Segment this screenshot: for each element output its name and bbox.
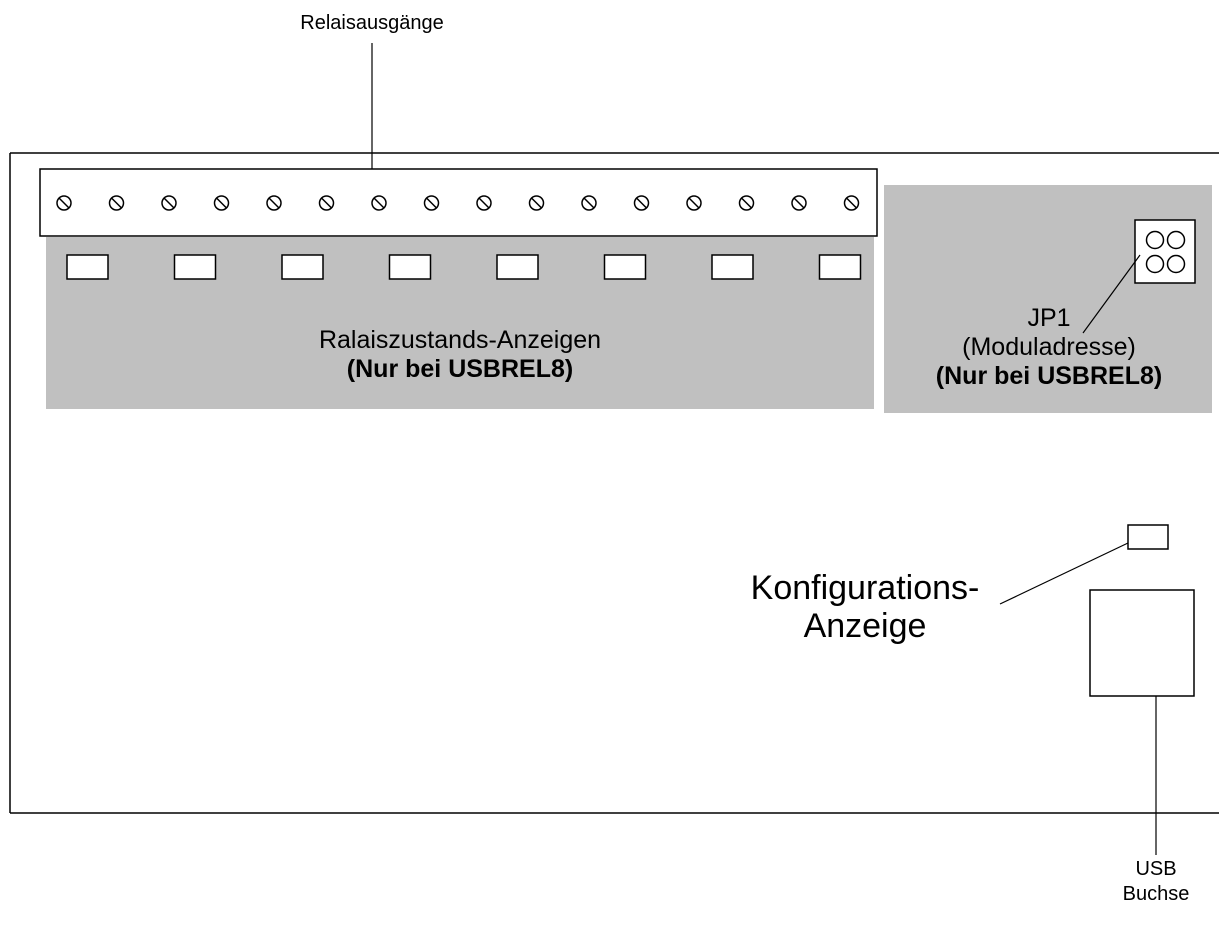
terminal-screw-icon [843, 195, 860, 211]
jumper-pin [1145, 254, 1165, 274]
relay-indicators-title: Ralaiszustands-Anzeigen [318, 326, 602, 354]
relay-led [603, 254, 647, 280]
terminal-screw-icon [371, 195, 387, 211]
terminal-screw-icon [161, 195, 177, 211]
terminal-screw-icon [738, 195, 755, 211]
relay-indicators-label: Ralaiszustands-Anzeigen (Nur bei USBREL8… [210, 326, 710, 384]
terminal-screw-icon [56, 195, 72, 211]
relay-outputs-label: Relaisausgänge [300, 12, 444, 34]
terminal-screw-icon [581, 195, 597, 211]
relay-leds [66, 254, 862, 280]
terminal-screw-icon [686, 195, 702, 211]
relay-led [66, 254, 109, 280]
terminal-screw-icon [213, 195, 230, 211]
jumper-label: JP1 (Moduladresse) (Nur bei USBREL8) [894, 304, 1204, 390]
config-led [1127, 524, 1169, 550]
jumper-jp1 [1134, 219, 1196, 284]
jumper-note: (Nur bei USBREL8) [935, 361, 1163, 390]
relay-led [496, 254, 539, 280]
terminal-screws [56, 195, 860, 211]
terminal-screw-icon [423, 195, 440, 211]
relay-led [281, 254, 324, 280]
usb-label-line1: USB [1135, 858, 1177, 880]
relay-led [818, 254, 862, 280]
config-indicator-label: Konfigurations- Anzeige [715, 569, 1015, 645]
terminal-screw-icon [791, 195, 807, 211]
usb-socket-label: USB Buchse [1096, 857, 1216, 907]
terminal-block [39, 168, 878, 237]
usb-label-line2: Buchse [1122, 883, 1190, 905]
config-label-line1: Konfigurations- [750, 569, 980, 607]
terminal-screw-icon [528, 195, 545, 211]
config-label-line2: Anzeige [803, 607, 927, 646]
leader-lines [371, 43, 1157, 855]
terminal-screw-icon [476, 195, 492, 211]
usb-socket [1089, 589, 1195, 697]
relay-led [388, 254, 432, 280]
jumper-pin [1166, 230, 1186, 250]
relay-indicators-note: (Nur bei USBREL8) [346, 354, 574, 383]
jumper-name: JP1 [1027, 304, 1071, 332]
relay-led [711, 254, 754, 280]
jumper-pin [1145, 230, 1165, 250]
terminal-screw-icon [318, 195, 335, 211]
jumper-desc: (Moduladresse) [962, 332, 1136, 361]
relay-led [173, 254, 217, 280]
terminal-screw-icon [266, 195, 282, 211]
jumper-pins [1145, 230, 1186, 274]
terminal-screw-icon [108, 195, 125, 211]
jumper-pin [1166, 254, 1186, 274]
jumper-leader [1082, 254, 1141, 334]
terminal-screw-icon [633, 195, 650, 211]
config-leader [999, 542, 1129, 605]
board-outline [9, 152, 1219, 814]
